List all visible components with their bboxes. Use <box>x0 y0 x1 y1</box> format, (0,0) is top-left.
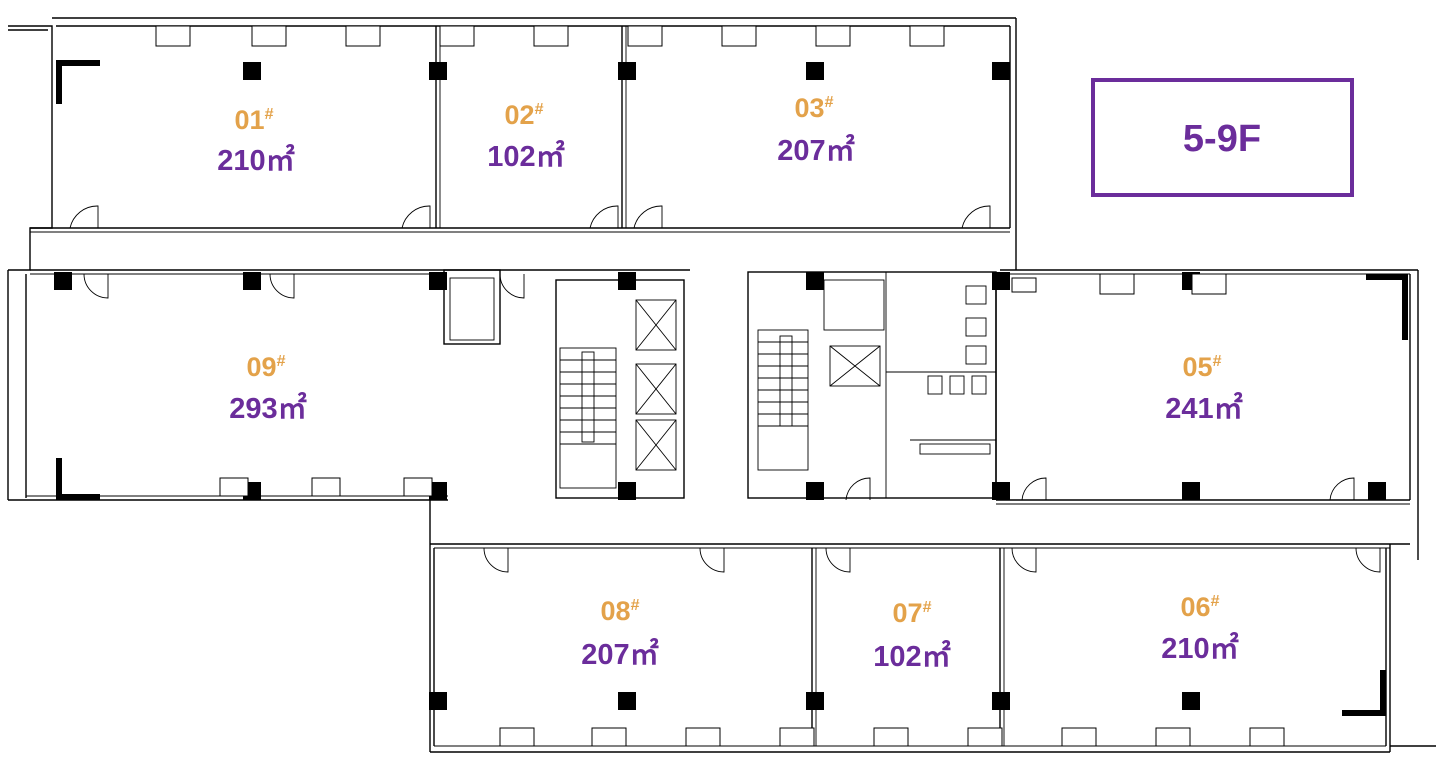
unit-08-number: 08 <box>601 596 631 626</box>
unit-03-number: 03 <box>795 93 825 123</box>
unit-02-number: 02 <box>505 100 535 130</box>
svg-text:207㎡: 207㎡ <box>777 133 854 167</box>
floor-label-frame <box>1091 78 1354 197</box>
unit-07-area: 102 <box>873 641 921 673</box>
unit-05-label: 05# 241㎡ <box>1165 352 1242 425</box>
unit-01-area: 210 <box>217 145 265 177</box>
svg-text:293㎡: 293㎡ <box>229 391 306 425</box>
floor-label-box: 5-9F <box>1091 78 1354 197</box>
unit-08-unit: ㎡ <box>630 637 659 671</box>
unit-09-hash: # <box>277 353 286 370</box>
unit-07-number: 07 <box>893 598 923 628</box>
unit-06-label: 06# 210㎡ <box>1161 592 1238 665</box>
unit-05-unit: ㎡ <box>1214 391 1243 425</box>
svg-text:210㎡: 210㎡ <box>217 143 294 177</box>
unit-09-area: 293 <box>229 393 277 425</box>
unit-06-number: 06 <box>1181 592 1211 622</box>
svg-text:03#: 03# <box>795 93 834 123</box>
svg-text:102㎡: 102㎡ <box>487 139 564 173</box>
svg-text:08#: 08# <box>601 596 640 626</box>
unit-08-hash: # <box>631 597 640 614</box>
unit-09-number: 09 <box>247 352 277 382</box>
svg-text:207㎡: 207㎡ <box>581 637 658 671</box>
unit-07-label: 07# 102㎡ <box>873 598 950 673</box>
unit-02-area: 102 <box>487 141 535 173</box>
unit-07-hash: # <box>923 599 932 616</box>
unit-03-label: 03# 207㎡ <box>777 93 854 167</box>
unit-08-label: 08# 207㎡ <box>581 596 658 671</box>
columns <box>54 60 1408 716</box>
svg-text:07#: 07# <box>893 598 932 628</box>
svg-text:01#: 01# <box>235 105 274 135</box>
unit-08-area: 207 <box>581 639 629 671</box>
unit-06-unit: ㎡ <box>1210 631 1239 665</box>
unit-02-label: 02# 102㎡ <box>487 100 564 173</box>
unit-01-unit: ㎡ <box>266 143 295 177</box>
unit-03-hash: # <box>825 94 834 111</box>
svg-text:102㎡: 102㎡ <box>873 639 950 673</box>
unit-06-hash: # <box>1211 593 1220 610</box>
windows <box>155 25 1285 747</box>
unit-06-area: 210 <box>1161 633 1209 665</box>
unit-05-area: 241 <box>1165 393 1213 425</box>
unit-01-label: 01# 210㎡ <box>217 105 294 177</box>
core-left <box>443 269 685 499</box>
unit-01-number: 01 <box>235 105 265 135</box>
unit-07-unit: ㎡ <box>922 639 951 673</box>
partitions <box>435 26 1005 746</box>
svg-text:09#: 09# <box>247 352 286 382</box>
unit-03-area: 207 <box>777 135 825 167</box>
unit-02-unit: ㎡ <box>536 139 565 173</box>
unit-02-hash: # <box>535 101 544 118</box>
unit-03-unit: ㎡ <box>826 133 855 167</box>
svg-text:210㎡: 210㎡ <box>1161 631 1238 665</box>
svg-text:06#: 06# <box>1181 592 1220 622</box>
svg-text:02#: 02# <box>505 100 544 130</box>
unit-05-hash: # <box>1213 353 1222 370</box>
svg-text:05#: 05# <box>1183 352 1222 382</box>
svg-text:241㎡: 241㎡ <box>1165 391 1242 425</box>
unit-09-unit: ㎡ <box>278 391 307 425</box>
floor-label: 5-9F <box>1183 118 1261 160</box>
unit-09-label: 09# 293㎡ <box>229 352 306 425</box>
unit-01-hash: # <box>265 106 274 123</box>
core-right <box>747 271 997 499</box>
unit-05-number: 05 <box>1183 352 1213 382</box>
unit-labels: 01# 210㎡ 02# 102㎡ 03# 207㎡ 09# 293㎡ 05# … <box>217 93 1242 673</box>
doors <box>69 205 1381 573</box>
